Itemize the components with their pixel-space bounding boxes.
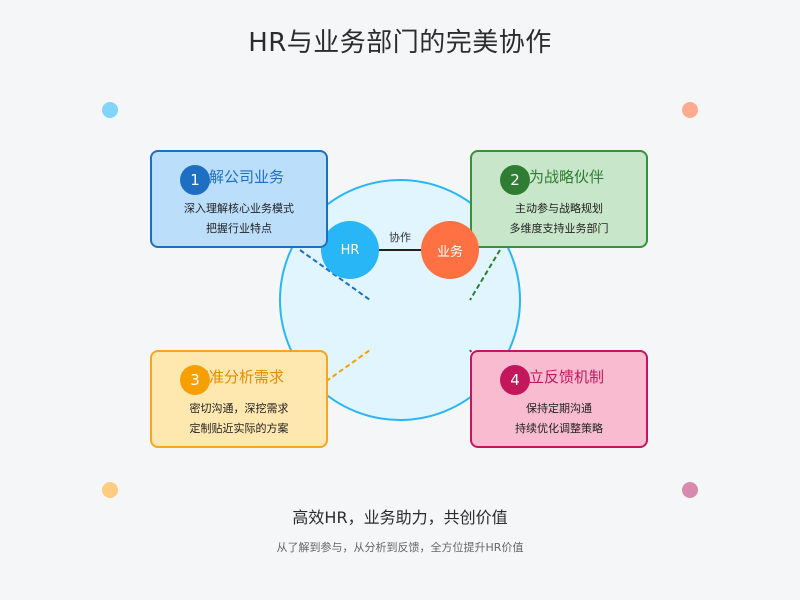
card-understand-business: 了解公司业务 深入理解核心业务模式 把握行业特点 [150, 150, 328, 248]
card-line: 定制贴近实际的方案 [189, 422, 289, 435]
card-line: 密切沟通，深挖需求 [189, 402, 289, 415]
card-line: 保持定期沟通 [526, 402, 592, 415]
card-title: 精准分析需求 [193, 368, 284, 386]
decorative-dot [682, 102, 698, 118]
card-line: 多维度支持业务部门 [509, 222, 609, 235]
hr-node: HR [321, 221, 379, 279]
decorative-dot [102, 482, 118, 498]
business-node: 业务 [421, 221, 479, 279]
connector-2 [469, 249, 501, 301]
step-badge-4: 4 [500, 365, 530, 395]
footer-slogan: 高效HR，业务助力，共创价值 [292, 508, 508, 527]
step-badge-2: 2 [500, 165, 530, 195]
card-analyze-needs: 精准分析需求 密切沟通，深挖需求 定制贴近实际的方案 [150, 350, 328, 448]
step-badge-3: 3 [180, 365, 210, 395]
connector-3 [299, 349, 371, 401]
decorative-dot [682, 482, 698, 498]
collaboration-label: 协作 [389, 231, 411, 244]
card-title: 建立反馈机制 [513, 368, 604, 386]
card-strategic-partner: 成为战略伙伴 主动参与战略规划 多维度支持业务部门 [470, 150, 648, 248]
card-line: 持续优化调整策略 [515, 422, 603, 435]
card-line: 深入理解核心业务模式 [184, 202, 294, 215]
card-title: 成为战略伙伴 [513, 168, 604, 186]
step-badge-1: 1 [180, 165, 210, 195]
card-line: 主动参与战略规划 [515, 202, 603, 215]
card-feedback-mechanism: 建立反馈机制 保持定期沟通 持续优化调整策略 [470, 350, 648, 448]
page-title: HR与业务部门的完美协作 [248, 28, 552, 58]
card-line: 把握行业特点 [206, 222, 272, 235]
decorative-dot [102, 102, 118, 118]
card-title: 了解公司业务 [193, 168, 284, 186]
footer-subtitle: 从了解到参与，从分析到反馈，全方位提升HR价值 [276, 541, 524, 554]
